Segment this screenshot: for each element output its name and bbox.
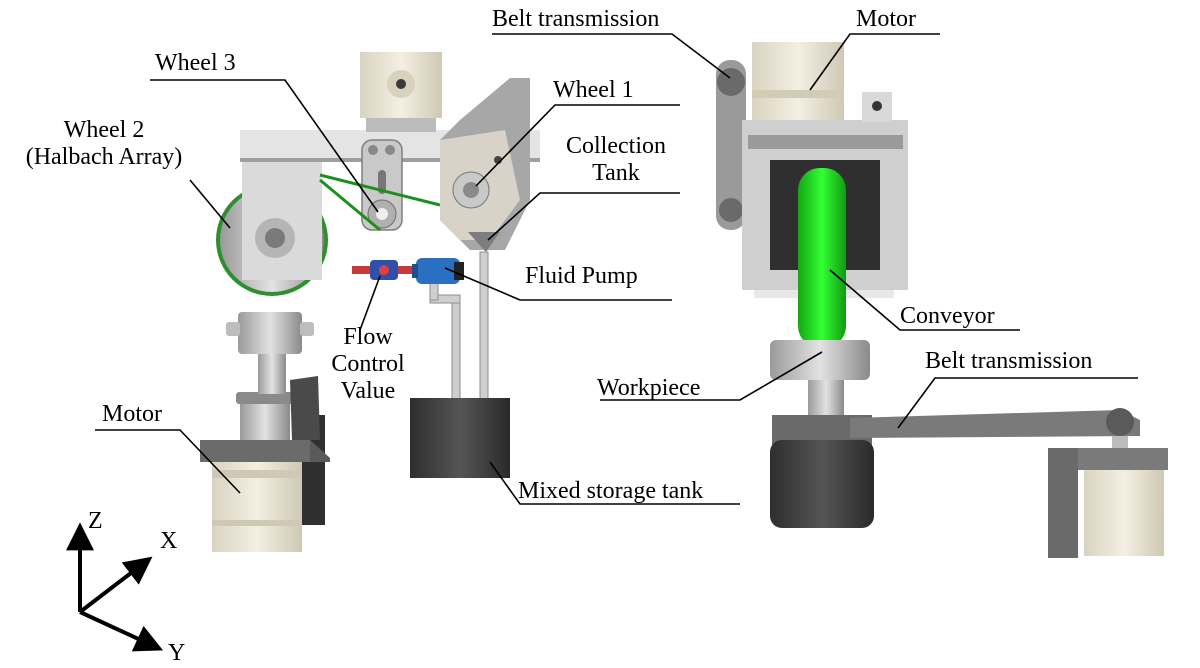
- wheel-3: [361, 139, 403, 231]
- x-axis: [78, 556, 153, 614]
- label-motor-left: Motor: [102, 401, 162, 427]
- label-collection-line1: Collection: [566, 133, 666, 159]
- wheel-1: [440, 78, 530, 250]
- label-wheel-1: Wheel 1: [553, 77, 634, 103]
- left-shaft-collar: [238, 312, 302, 354]
- right-bottom-motor: [1048, 448, 1168, 558]
- coordinate-axes: [66, 522, 164, 652]
- top-belt-transmission: [716, 60, 746, 230]
- mixed-storage-tank: [410, 398, 510, 478]
- left-assembly: [200, 52, 540, 552]
- label-wheel-2: Wheel 2 (Halbach Array): [6, 117, 202, 171]
- axis-label-z: Z: [88, 508, 103, 534]
- label-wheel-3: Wheel 3: [155, 50, 236, 76]
- axis-label-y: Y: [168, 640, 186, 666]
- wheel-2-halbach-array: [216, 140, 328, 296]
- left-motor: [200, 376, 330, 552]
- label-mixed-storage-tank: Mixed storage tank: [518, 478, 704, 504]
- label-motor-top: Motor: [856, 6, 916, 32]
- label-wheel-2-line1: Wheel 2: [63, 117, 145, 143]
- axis-label-x: X: [160, 528, 178, 554]
- label-collection-tank: Collection Tank: [546, 133, 686, 187]
- label-flow-line2: Control: [331, 351, 405, 377]
- label-wheel-2-line2: (Halbach Array): [25, 144, 183, 170]
- fluid-pump: [412, 258, 464, 284]
- right-assembly: [716, 42, 1168, 558]
- label-belt-transmission-top: Belt transmission: [492, 6, 660, 32]
- label-flow-control-value: Flow Control Value: [318, 324, 418, 405]
- label-collection-line2: Tank: [592, 160, 640, 186]
- leader-lines: [95, 33, 1138, 505]
- label-conveyor: Conveyor: [900, 303, 995, 329]
- top-motor: [360, 52, 442, 132]
- flow-control-valve: [352, 260, 412, 280]
- bottom-belt-transmission: [850, 408, 1140, 450]
- y-axis: [79, 610, 164, 652]
- conveyor: [798, 168, 846, 348]
- label-fluid-pump: Fluid Pump: [525, 263, 638, 289]
- label-workpiece: Workpiece: [597, 375, 701, 401]
- right-top-motor: [752, 42, 844, 124]
- label-flow-line3: Value: [340, 378, 396, 404]
- workpiece: [770, 340, 870, 380]
- label-flow-line1: Flow: [343, 324, 393, 350]
- label-belt-transmission-bottom: Belt transmission: [925, 348, 1093, 374]
- left-green-belt: [319, 173, 441, 232]
